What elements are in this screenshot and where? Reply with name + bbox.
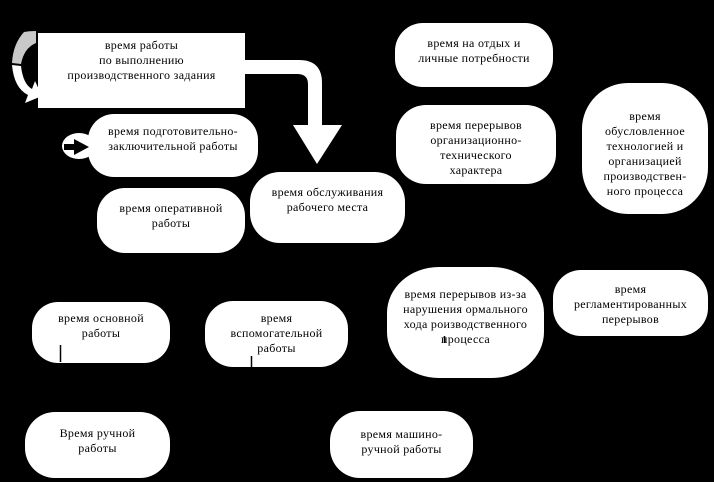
node-work-production-task: время работы по выполнению производствен… [38, 33, 245, 108]
node-machine-manual-work: время машино- ручной работы [330, 411, 473, 478]
node-main-work: время основной работы [32, 302, 170, 363]
node-tech-org-process-time: время обусловленное технологией и органи… [582, 83, 708, 214]
block-flow-arrow-icon [245, 60, 342, 164]
node-org-tech-breaks: время перерывов организационно- техничес… [396, 105, 556, 184]
node-prep-final-work: время подготовительно- заключительной ра… [88, 114, 258, 177]
node-workplace-service: время обслуживания рабочего места [250, 172, 405, 243]
cycle-arrow-upper-icon [12, 31, 36, 64]
node-auxiliary-work: время вспомогательной работы [205, 301, 348, 367]
node-breaks-process-violation: время перерывов из-за нарушения ормально… [387, 267, 544, 378]
node-regulated-breaks: время регламентированных перерывов [553, 270, 708, 336]
node-manual-work: Время ручной работы [25, 412, 170, 478]
node-rest-personal-needs: время на отдых и личные потребности [395, 23, 553, 87]
small-right-arrow-icon [64, 139, 89, 155]
node-operative-work: время оперативной работы [97, 188, 245, 253]
